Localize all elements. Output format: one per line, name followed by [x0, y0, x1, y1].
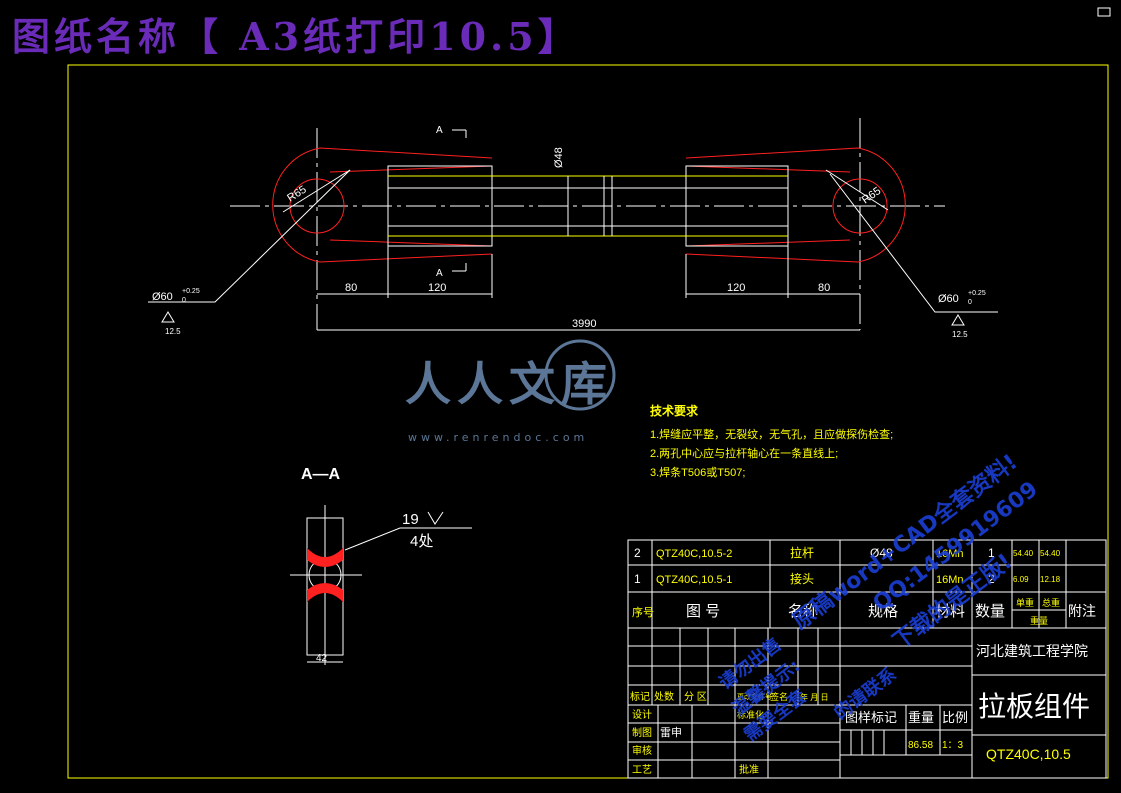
header-remark: 附注 — [1068, 603, 1096, 619]
part2-qty: 1 — [988, 546, 995, 560]
stage-label: 图样标记 — [845, 710, 897, 725]
parts-table: 2 QTZ40C,10.5-2 拉杆 Ø48 16Mn 1 54.40 54.4… — [627, 539, 1107, 779]
rev-label-date: 年 月 日 — [800, 692, 828, 702]
header-weight: 重量 — [1030, 615, 1048, 626]
header-total-weight: 总重 — [1042, 597, 1060, 608]
part1-seq: 1 — [634, 572, 641, 586]
sign-drawn-by: 雷申 — [660, 726, 682, 739]
part2-name: 拉杆 — [790, 545, 814, 560]
dim-120-left: 120 — [428, 282, 446, 294]
watermark-logo-ring — [544, 339, 616, 411]
tech-requirements: 技术要求 1.焊缝应平整，无裂纹，无气孔，且应做探伤检查; 2.两孔中心应与拉杆… — [650, 403, 893, 479]
radius-left-label: R65 — [285, 184, 308, 205]
part1-qty: 2 — [988, 572, 995, 586]
dim-80-left: 80 — [345, 282, 357, 294]
part2-material: 16Mn — [936, 548, 964, 560]
header-unit-weight: 单重 — [1016, 597, 1034, 608]
header-seq: 序号 — [632, 605, 654, 619]
drawing-frame — [67, 64, 1109, 779]
tech-item-2: 2.两孔中心应与拉杆轴心在一条直线上; — [650, 446, 838, 460]
sign-design: 设计 — [632, 708, 652, 721]
hole-left-sup: +0.25 — [182, 288, 200, 295]
sign-process: 工艺 — [632, 764, 652, 776]
hole-right-label: Ø60 — [938, 293, 959, 305]
part1-name: 接头 — [790, 571, 814, 586]
rev-label-count: 处数 — [654, 690, 674, 703]
section-title: A—A — [301, 466, 341, 483]
section-marker-bottom: A — [436, 268, 443, 279]
scale-label: 比例 — [942, 710, 968, 725]
sign-draw: 制图 — [632, 726, 652, 739]
roughness-right: 12.5 — [952, 330, 968, 339]
rev-label-zone: 分 区 — [684, 691, 707, 703]
diameter-48-label: Ø48 — [553, 147, 565, 168]
header-material: 材料 — [935, 603, 965, 620]
tech-title: 技术要求 — [650, 403, 699, 418]
watermark-logo: 人人文库 — [405, 357, 613, 411]
part1-drawing-no: QTZ40C,10.5-1 — [656, 574, 732, 586]
hole-left-label: Ø60 — [152, 291, 173, 303]
dim-total: 3990 — [572, 318, 596, 330]
part2-unit-weight: 54.40 — [1013, 549, 1034, 558]
hole-left-sub: 0 — [182, 297, 186, 304]
dim-80-right: 80 — [818, 282, 830, 294]
drawing-title: 拉板组件 — [978, 691, 1090, 722]
section-marker-top: A — [436, 125, 443, 136]
header-drawing-no: 图 号 — [686, 603, 720, 620]
part1-total-weight: 12.18 — [1040, 575, 1061, 584]
part2-total-weight: 54.40 — [1040, 549, 1061, 558]
header-spec: 规格 — [868, 603, 898, 620]
rev-label-docno: 更改文件号 — [737, 692, 772, 701]
hole-right-sub: 0 — [968, 299, 972, 306]
weight-label: 重量 — [908, 710, 934, 725]
rev-label-sign: 签名 — [770, 691, 788, 702]
main-elevation: A A Ø48 R65 R65 Ø60 +0.25 0 12.5 Ø60 +0.… — [148, 118, 998, 339]
section-view: A—A 19 4处 42 — [290, 466, 472, 665]
watermark-url: www.renrendoc.com — [408, 431, 588, 444]
dim-120-right: 120 — [727, 282, 745, 294]
roughness-left: 12.5 — [165, 327, 181, 336]
header-name: 名称 — [788, 603, 818, 620]
part2-spec: Ø48 — [870, 546, 893, 560]
sign-approve: 批准 — [739, 763, 759, 776]
part2-drawing-no: QTZ40C,10.5-2 — [656, 548, 732, 560]
sign-standard: 标准化 — [737, 709, 764, 720]
drawing-header-title: 图纸名称【 A3纸打印10.5】 — [12, 14, 580, 59]
tech-item-1: 1.焊缝应平整，无裂纹，无气孔，且应做探伤检查; — [650, 427, 893, 441]
watermark: 人人文库 www.renrendoc.com — [405, 339, 616, 444]
school-name: 河北建筑工程学院 — [976, 643, 1088, 659]
weld-size: 19 — [402, 511, 419, 528]
width-42-label: 42 — [316, 653, 328, 664]
scale-value: 1：3 — [942, 740, 964, 751]
header-qty: 数量 — [975, 603, 1005, 620]
sign-check: 审核 — [632, 744, 652, 757]
weld-count: 4处 — [410, 533, 433, 550]
part1-material: 16Mn — [936, 574, 964, 586]
weight-value: 86.58 — [908, 740, 933, 751]
drawing-number: QTZ40C,10.5 — [986, 746, 1071, 762]
part2-seq: 2 — [634, 546, 641, 560]
hole-right-sup: +0.25 — [968, 290, 986, 297]
tech-item-3: 3.焊条T506或T507; — [650, 465, 745, 479]
window-control — [1097, 7, 1111, 17]
rev-label-mark: 标记 — [630, 691, 650, 703]
part1-unit-weight: 6.09 — [1013, 575, 1029, 584]
